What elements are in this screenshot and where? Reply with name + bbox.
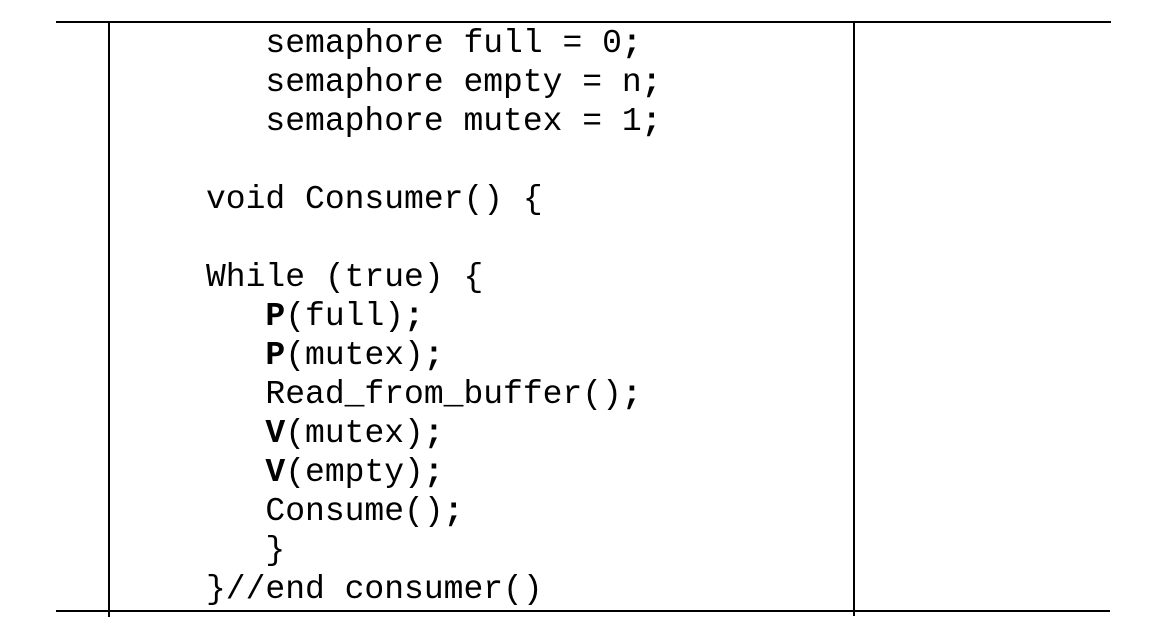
code-segment: [206, 415, 265, 452]
code-segment-bold: ;: [443, 493, 464, 530]
code-line: V(empty);: [206, 453, 661, 492]
code-segment-bold: ;: [621, 376, 642, 413]
table-bottom-border: [56, 610, 1110, 612]
code-segment: semaphore empty = n: [206, 64, 642, 101]
code-segment: void Consumer() {: [206, 181, 543, 218]
code-line: [206, 141, 661, 180]
code-line: P(full);: [206, 297, 661, 336]
table-right-column-divider: [853, 23, 855, 616]
code-segment-bold: P: [265, 298, 286, 335]
code-line: [206, 219, 661, 258]
code-segment: Consume(): [206, 493, 444, 530]
code-segment-bold: P: [265, 337, 286, 374]
code-line: semaphore mutex = 1;: [206, 102, 661, 141]
code-line: P(mutex);: [206, 336, 661, 375]
code-segment-bold: V: [265, 454, 286, 491]
code-segment: (mutex): [285, 337, 424, 374]
code-line: V(mutex);: [206, 414, 661, 453]
code-line: }: [206, 531, 661, 570]
code-line: While (true) {: [206, 258, 661, 297]
code-segment: semaphore mutex = 1: [206, 103, 642, 140]
code-line: semaphore empty = n;: [206, 63, 661, 102]
table-left-column-divider: [108, 23, 110, 617]
code-line: }//end consumer(): [206, 570, 661, 609]
code-segment-bold: ;: [641, 103, 662, 140]
code-segment-bold: ;: [621, 25, 642, 62]
code-block: semaphore full = 0; semaphore empty = n;…: [206, 24, 661, 609]
code-segment: (mutex): [285, 415, 424, 452]
table-top-border: [56, 21, 1111, 23]
code-segment: While (true) {: [206, 259, 484, 296]
code-segment-bold: ;: [423, 454, 444, 491]
code-segment-bold: ;: [423, 337, 444, 374]
code-segment-bold: V: [265, 415, 286, 452]
code-segment-bold: ;: [423, 415, 444, 452]
code-segment: [206, 454, 265, 491]
code-segment: (full): [285, 298, 405, 335]
code-segment-bold: ;: [404, 298, 424, 335]
code-line: Consume();: [206, 492, 661, 531]
code-segment: (empty): [285, 454, 424, 491]
code-line: Read_from_buffer();: [206, 375, 661, 414]
code-segment: Read_from_buffer(): [206, 376, 622, 413]
code-line: void Consumer() {: [206, 180, 661, 219]
code-segment: [206, 337, 265, 374]
code-line: semaphore full = 0;: [206, 24, 661, 63]
code-segment: }//end consumer(): [206, 571, 543, 608]
code-segment-bold: ;: [641, 64, 662, 101]
code-segment: [206, 298, 265, 335]
code-segment: semaphore full = 0: [206, 25, 622, 62]
code-segment: }: [206, 532, 286, 569]
